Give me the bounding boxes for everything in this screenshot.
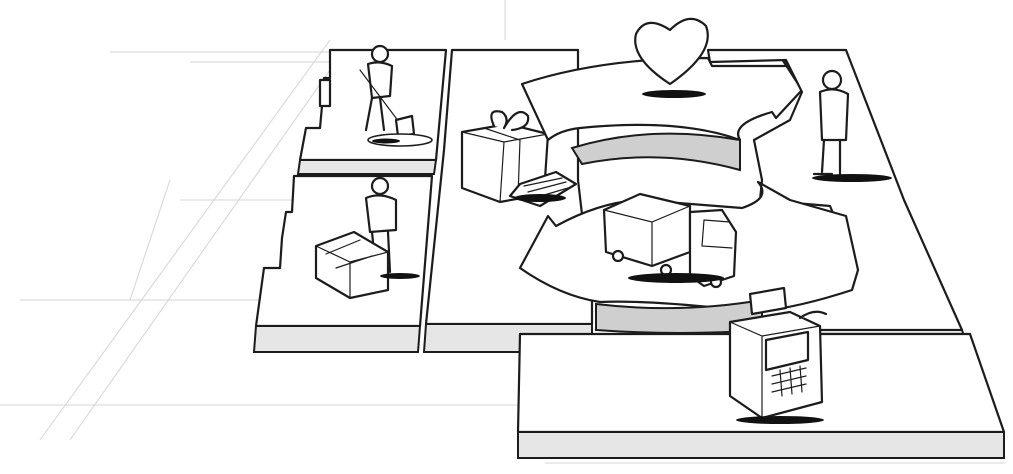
standing-person-icon xyxy=(812,69,892,182)
cash-register-icon xyxy=(728,286,828,424)
person-with-boxes-icon xyxy=(314,176,420,300)
heart-icon xyxy=(634,17,709,98)
key-resources-block xyxy=(252,174,434,353)
revenue-streams-block xyxy=(516,286,1006,459)
key-activities-block xyxy=(296,44,448,175)
person-digging-icon xyxy=(359,44,433,147)
customer-relationships-block xyxy=(520,17,804,172)
gift-box-icon xyxy=(460,110,578,208)
delivery-truck-icon xyxy=(602,192,738,289)
perspective-guides xyxy=(0,0,1005,464)
